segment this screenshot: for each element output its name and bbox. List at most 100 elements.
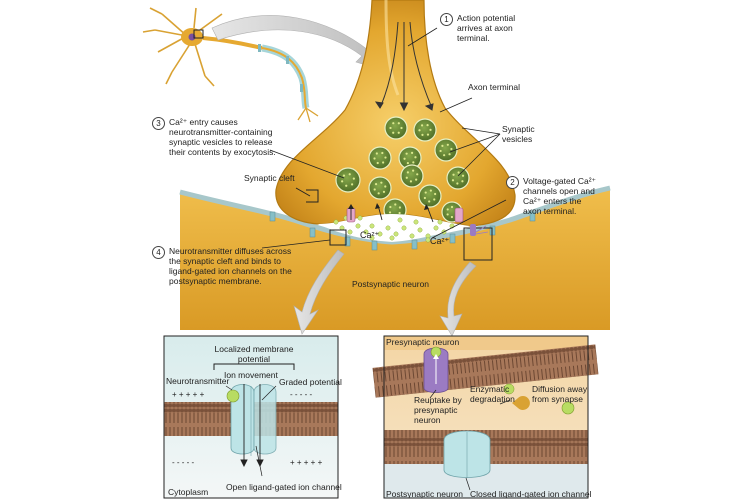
synaptic-vesicle	[384, 116, 408, 140]
zoom-arrow-left	[293, 249, 345, 335]
charge-minus-top: - - - - -	[290, 390, 313, 399]
vesicle-content-dot	[380, 181, 383, 184]
vesicle-content-dot	[389, 126, 392, 130]
ca-ion-left: Ca²⁺	[360, 230, 380, 240]
neurotransmitter-dot	[369, 235, 375, 241]
neurotransmitter-dot	[385, 225, 391, 231]
left-detail-panel	[163, 335, 339, 499]
closed-channel-label: Closed ligand-gated ion channel	[470, 489, 592, 499]
vesicle-content-dot	[457, 171, 460, 174]
vesicle-content-dot	[433, 198, 436, 201]
voltage-gated-ca-channels	[346, 203, 464, 223]
neurotransmitter-dot	[413, 219, 419, 225]
vesicle-content-dot	[426, 124, 429, 127]
synaptic-vesicle	[413, 118, 437, 142]
charge-plus-bottom: + + + + +	[290, 458, 323, 467]
vesicle-content-dot	[406, 171, 409, 174]
neurotransmitter-dot	[397, 217, 403, 223]
vesicle-content-dot	[451, 179, 455, 182]
open-channel-label: Open ligand-gated ion channel	[226, 482, 342, 492]
neurotransmitter-dot	[377, 231, 383, 237]
vesicle-content-dot	[382, 190, 386, 193]
ion-movement-label: Ion movement	[224, 370, 278, 380]
vesicle-content-dot	[452, 173, 455, 176]
synaptic-vesicle	[368, 146, 392, 170]
vesicle-content-dot	[424, 191, 427, 194]
postsynaptic-neuron-label: Postsynaptic neuron	[352, 279, 430, 289]
zoom-box-right	[463, 227, 493, 261]
postsynaptic-neuron-panel-label: Postsynaptic neuron	[386, 489, 464, 499]
vesicle-content-dot	[392, 131, 395, 134]
vesicle-content-dot	[429, 189, 432, 192]
vesicle-content-dot	[461, 180, 464, 183]
presynaptic-neuron-label: Presynaptic neuron	[386, 337, 460, 347]
vesicle-content-dot	[446, 213, 449, 216]
neurotransmitter-dot	[347, 229, 353, 235]
neurotransmitter-dot	[389, 235, 395, 241]
synaptic-vesicles	[335, 116, 470, 223]
neurotransmitter-label: Neurotransmitter	[166, 376, 230, 386]
vesicle-content-dot	[441, 144, 444, 147]
neurotransmitter-dot	[425, 237, 431, 243]
vesicle-content-dot	[448, 153, 451, 156]
vesicle-content-dot	[456, 182, 459, 185]
diffusing-neurotransmitter	[561, 401, 575, 415]
vesicle-content-dot	[450, 205, 454, 209]
vesicle-content-dot	[398, 206, 402, 209]
enzyme-icon	[512, 396, 530, 411]
vesicle-content-dot	[423, 196, 426, 200]
vesicle-content-dot	[446, 208, 449, 211]
neurotransmitter-dot	[333, 219, 339, 225]
ca-ion-right: Ca²⁺	[430, 236, 450, 246]
step-4-badge: 4	[152, 246, 165, 259]
synaptic-vesicle	[368, 176, 392, 200]
vesicle-content-dot	[446, 143, 449, 146]
vesicle-content-dot	[405, 176, 408, 179]
charge-minus-bottom: - - - - -	[172, 458, 195, 467]
synaptic-vesicle	[434, 138, 458, 162]
vesicle-content-dot	[439, 149, 442, 153]
vesicle-content-dot	[418, 129, 421, 132]
neurotransmitter-dot	[357, 215, 363, 221]
vesicle-content-dot	[420, 124, 424, 127]
neurotransmitter-dot	[433, 225, 439, 231]
vesicle-content-dot	[415, 178, 418, 181]
step-3-badge: 3	[152, 117, 165, 130]
open-ion-channel	[230, 384, 277, 456]
vesicle-content-dot	[373, 157, 376, 160]
synaptic-vesicle	[446, 166, 470, 190]
vesicle-content-dot	[397, 131, 400, 134]
zoom-arrow-right	[439, 261, 477, 337]
vesicle-content-dot	[409, 180, 413, 183]
vesicle-content-dot	[382, 161, 385, 164]
graded-potential-label: Graded potential	[279, 377, 342, 387]
neurotransmitter-dot	[409, 233, 415, 239]
zoom-box-left	[329, 229, 347, 246]
neurotransmitter-dot	[417, 227, 423, 233]
right-detail-panel	[372, 335, 599, 499]
vesicle-content-dot	[428, 200, 431, 203]
step-1-badge: 1	[440, 13, 453, 26]
vesicle-content-dot	[388, 211, 392, 214]
neurotransmitter-dot	[401, 225, 407, 231]
neuron-overview-icon	[142, 7, 319, 123]
vesicle-content-dot	[381, 151, 384, 155]
vesicle-content-dot	[342, 174, 346, 177]
vesicle-content-dot	[416, 173, 419, 176]
vesicle-content-dot	[450, 215, 454, 219]
released-neurotransmitter	[333, 215, 455, 243]
neurotransmitter-dot	[355, 223, 361, 229]
vesicle-content-dot	[426, 133, 430, 136]
vesicle-content-dot	[398, 211, 401, 215]
vesicle-content-dot	[414, 156, 417, 159]
vesicle-content-dot	[345, 184, 348, 187]
vesicle-content-dot	[351, 183, 354, 186]
vesicle-content-dot	[352, 177, 355, 180]
